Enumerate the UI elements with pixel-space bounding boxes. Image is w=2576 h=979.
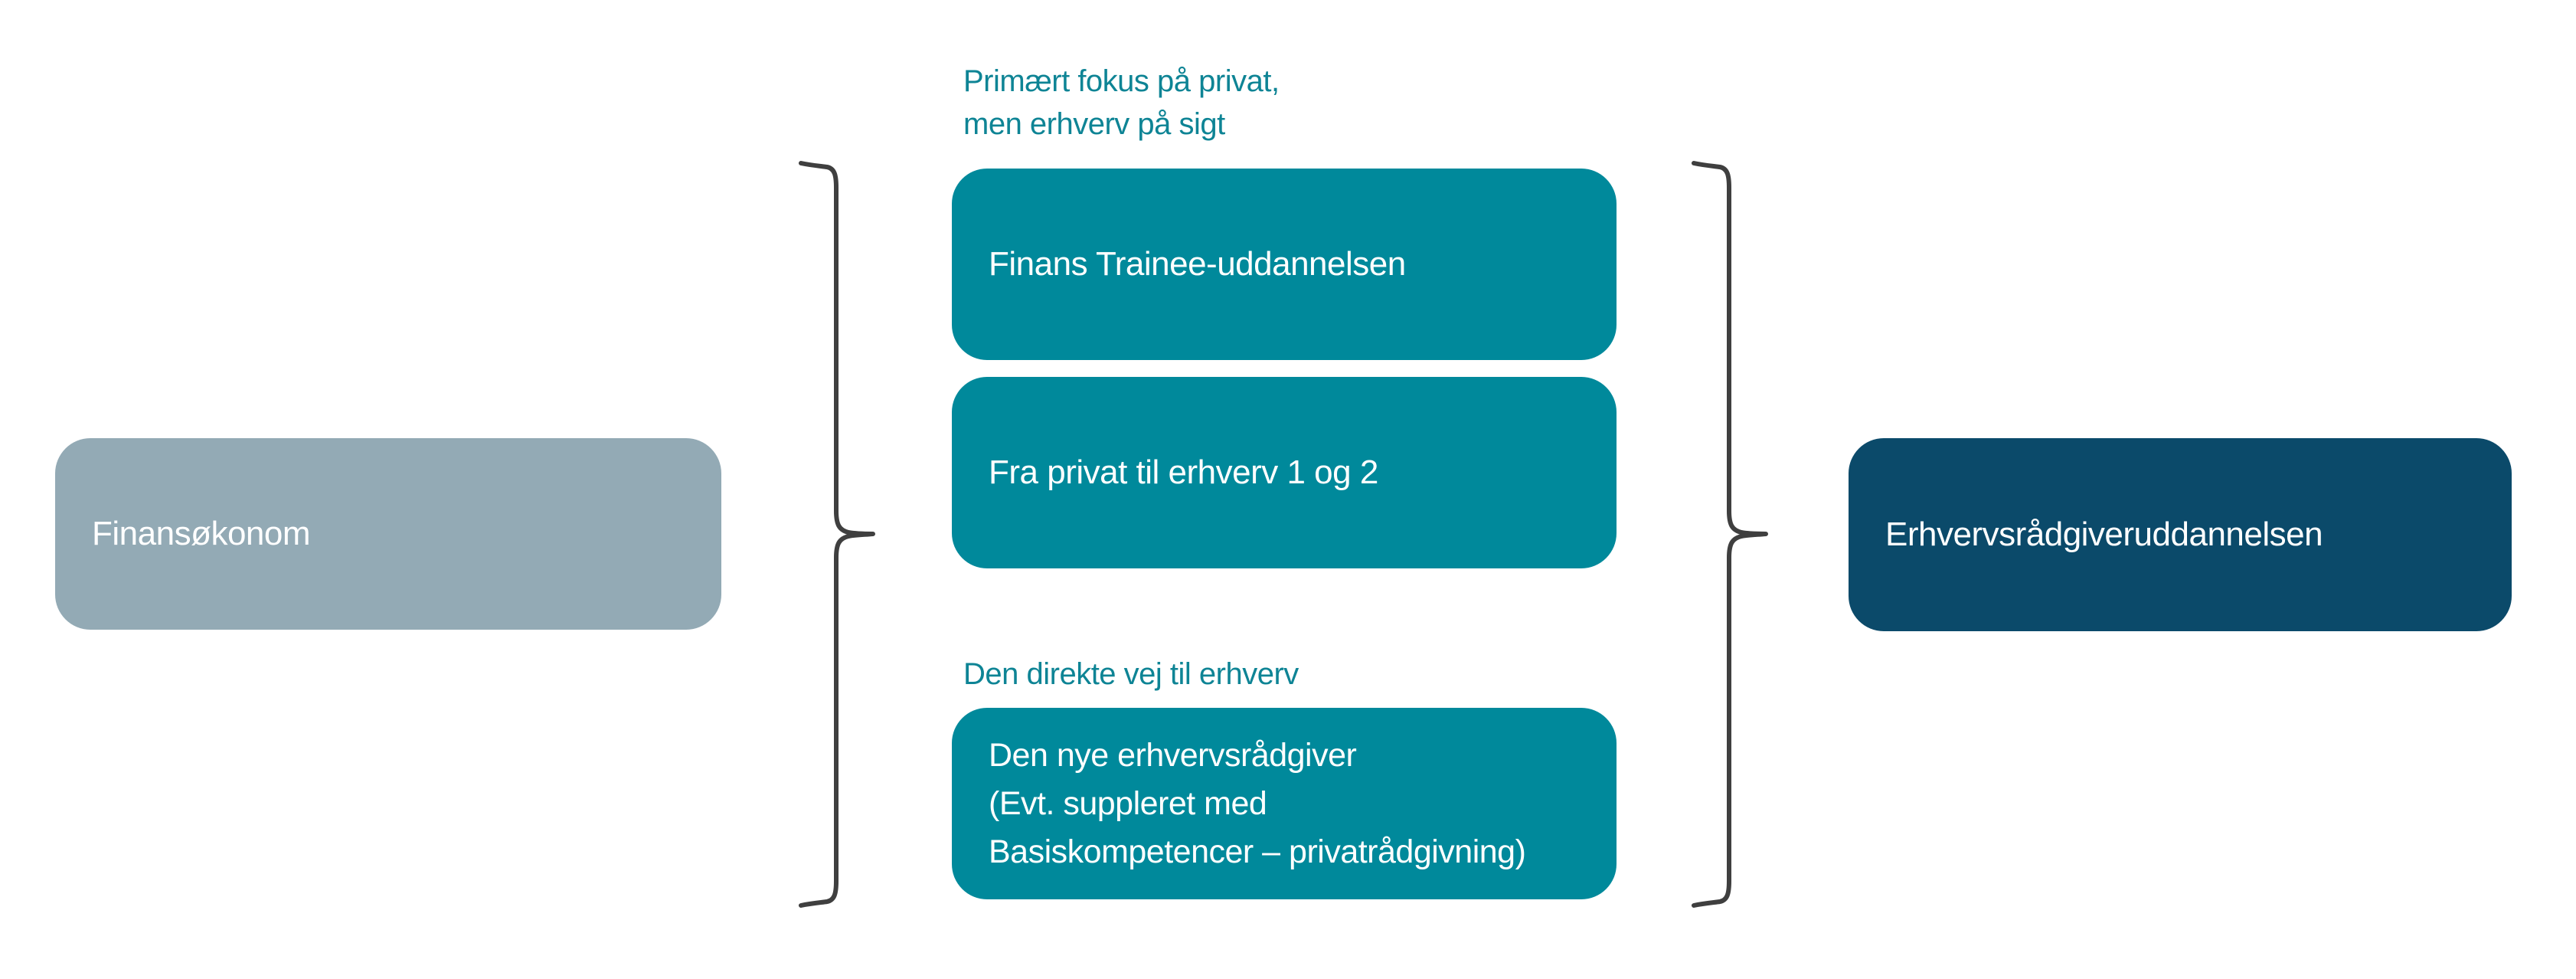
- group1-caption-line2: men erhverv på sigt: [963, 107, 1225, 141]
- erhvervsradgiver-label: Erhvervsrådgiveruddannelsen: [1885, 516, 2323, 554]
- right-brace-path: [1692, 161, 1768, 908]
- left-brace-path: [799, 161, 875, 908]
- finansokonom-label: Finansøkonom: [92, 515, 311, 553]
- fra-privat-box: Fra privat til erhverv 1 og 2: [952, 377, 1617, 568]
- den-nye-erhvervsradgiver-line3: Basiskompetencer – privatrådgivning): [989, 833, 1526, 870]
- right-brace: [1692, 161, 1768, 908]
- group1-caption: Primært fokus på privat, men erhverv på …: [963, 60, 1280, 146]
- den-nye-erhvervsradgiver-line2: (Evt. suppleret med: [989, 784, 1267, 822]
- erhvervsradgiver-box: Erhvervsrådgiveruddannelsen: [1849, 438, 2512, 631]
- group2-caption-text: Den direkte vej til erhverv: [963, 657, 1299, 691]
- den-nye-erhvervsradgiver-line1: Den nye erhvervsrådgiver: [989, 736, 1357, 774]
- finansokonom-box: Finansøkonom: [55, 438, 721, 630]
- group2-caption: Den direkte vej til erhverv: [963, 653, 1299, 696]
- finans-trainee-box: Finans Trainee-uddannelsen: [952, 169, 1617, 360]
- group1-caption-line1: Primært fokus på privat,: [963, 64, 1280, 98]
- left-brace: [799, 161, 875, 908]
- fra-privat-label: Fra privat til erhverv 1 og 2: [989, 453, 1378, 492]
- den-nye-erhvervsradgiver-box: Den nye erhvervsrådgiver (Evt. suppleret…: [952, 708, 1617, 899]
- finans-trainee-label: Finans Trainee-uddannelsen: [989, 245, 1406, 283]
